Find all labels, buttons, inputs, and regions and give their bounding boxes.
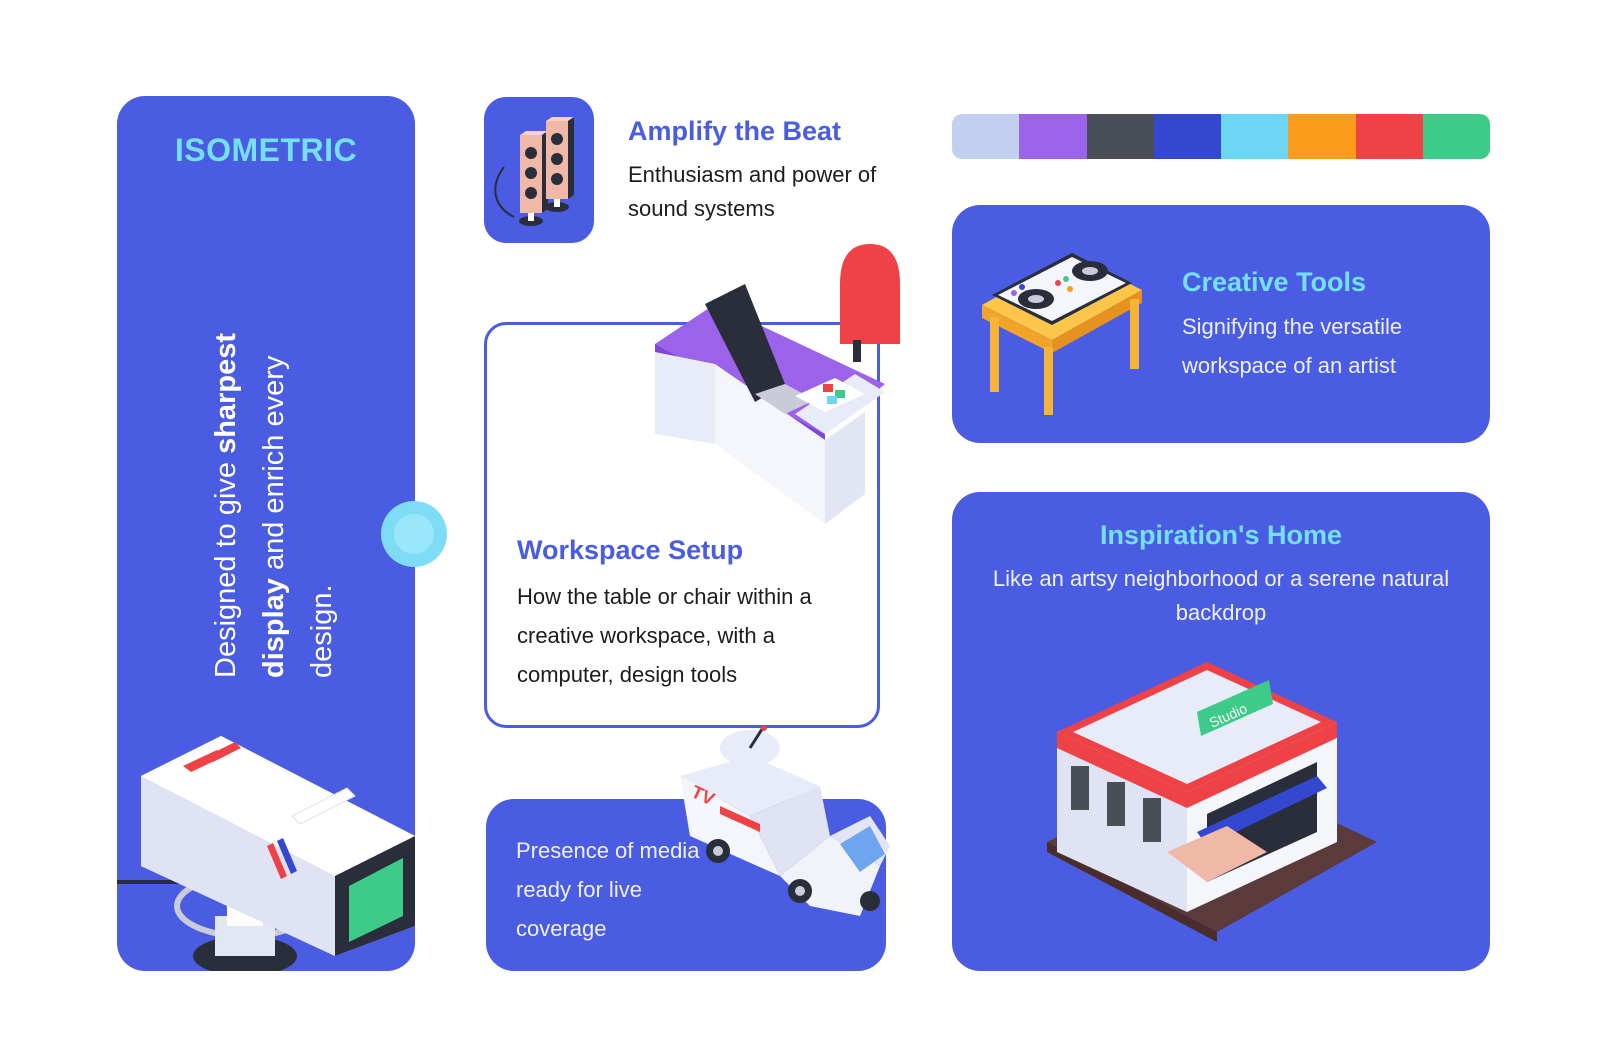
dj-mixer-table-icon [982,253,1142,415]
palette-swatch [1288,114,1356,159]
palette-swatch [1221,114,1289,159]
media-description: Presence of media ready for live coverag… [516,838,700,941]
creative-tools-panel: Creative Tools Signifying the versatile … [952,205,1490,443]
beat-title: Amplify the Beat [628,116,842,146]
palette-swatch [1422,114,1490,159]
palette-swatch [1355,114,1423,159]
panel-title: ISOMETRIC [174,132,358,168]
palette-swatch [1086,114,1154,159]
tv-truck-icon: TV [680,726,890,916]
palette-swatch [1019,114,1087,159]
palette-swatch [1153,114,1221,159]
color-palette [952,114,1490,159]
speakers-icon [494,117,574,226]
inspiration-panel: Inspiration's Home Like an artsy neighbo… [952,492,1490,971]
desk-laptop-chair-icon [655,244,900,524]
creative-tools-description: Signifying the versatile workspace of an… [1182,314,1403,378]
workspace-description: How the table or chair within a creative… [517,584,812,687]
inspiration-description: Like an artsy neighborhood or a serene n… [992,566,1450,625]
speakers-card [484,97,594,243]
broadcast-camera-icon [117,736,415,971]
tagline-bold: sharpest [210,333,242,454]
beat-description: Enthusiasm and power of sound systems [628,162,877,221]
creative-tools-title: Creative Tools [1182,267,1367,297]
inspiration-title: Inspiration's Home [1100,520,1342,550]
palette-swatch [952,114,1020,159]
workspace-title: Workspace Setup [517,535,744,565]
studio-building-icon: Studio [1047,662,1377,942]
decorative-circle [381,501,447,567]
